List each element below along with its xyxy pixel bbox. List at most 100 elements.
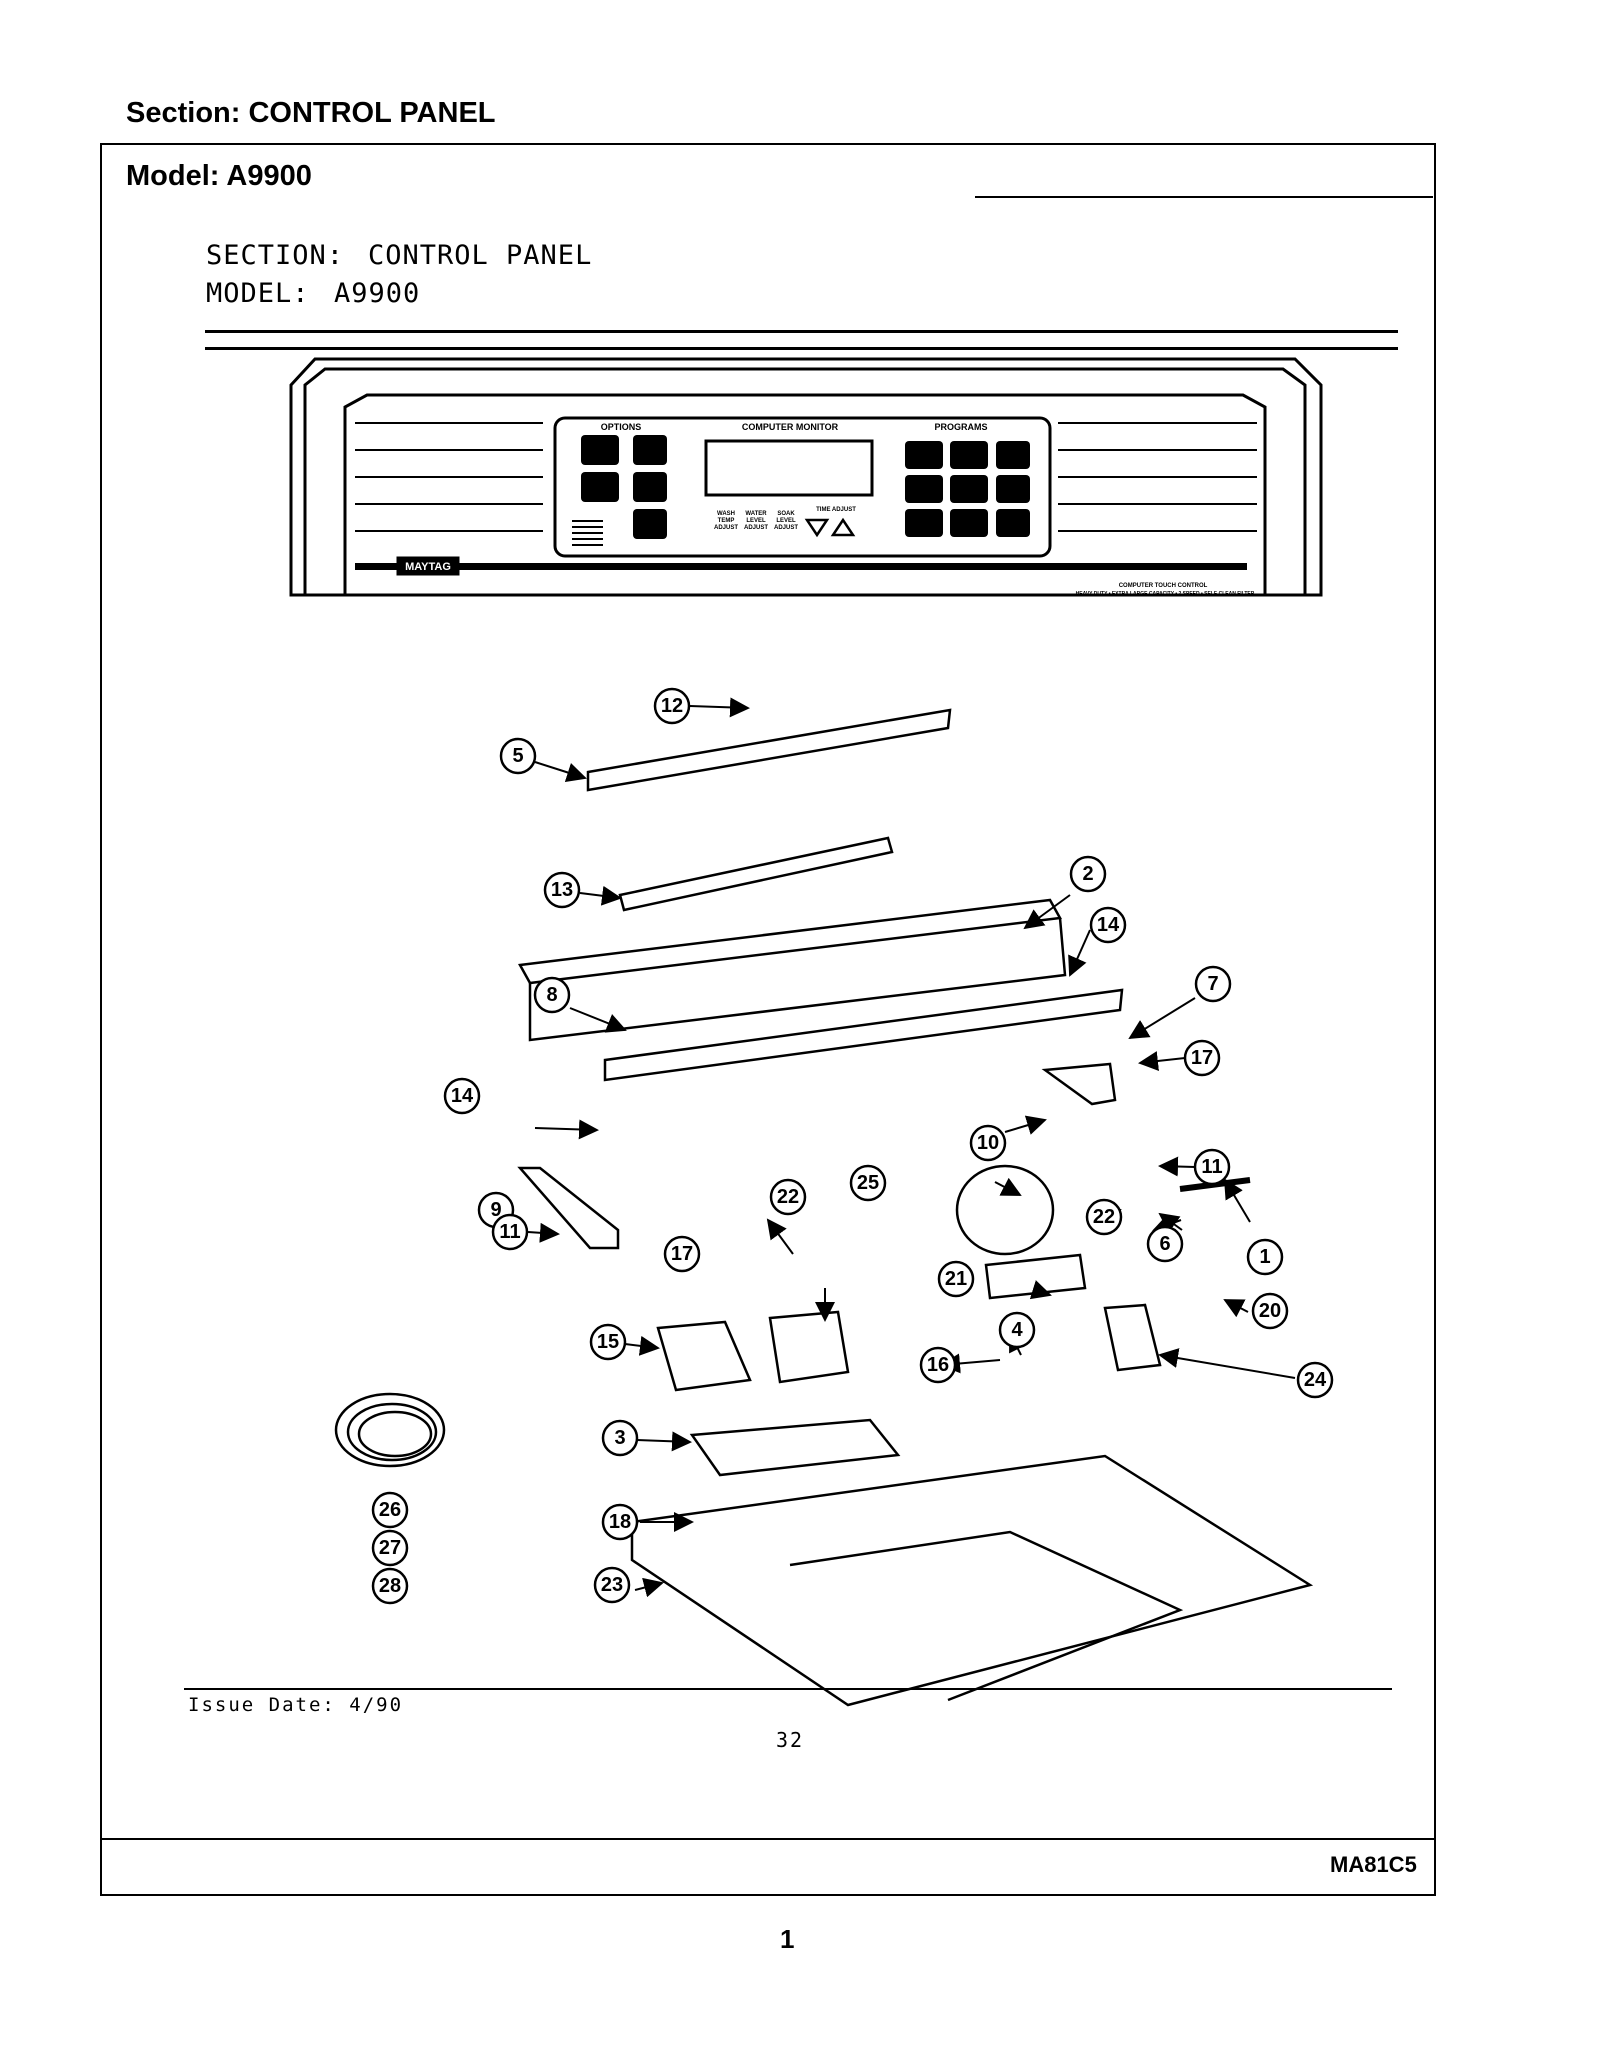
scan-rule-1 — [205, 330, 1398, 333]
callout-15 — [589, 1323, 627, 1361]
callout-11b-label: 11 — [499, 1221, 520, 1243]
callout-23 — [593, 1566, 631, 1604]
callout-14a-label: 14 — [1097, 914, 1120, 936]
svg-text:ADJUST: ADJUST — [714, 525, 738, 531]
callout-3 — [601, 1419, 639, 1457]
scan-rule-top — [975, 196, 1433, 198]
part-15-relay — [656, 1320, 752, 1392]
part-3-plate — [689, 1418, 901, 1477]
part-23-cabinet-top — [630, 1454, 1314, 1707]
callout-25-label: 25 — [857, 1172, 879, 1194]
callout-14b — [443, 1077, 481, 1115]
callout-13 — [543, 871, 581, 909]
callout-9-label: 9 — [490, 1199, 501, 1221]
doc-code: MA81C5 — [1330, 1852, 1417, 1877]
callout-14a — [1089, 906, 1127, 944]
callout-11a — [1193, 1148, 1231, 1186]
callout-24 — [1296, 1361, 1334, 1399]
callout-21-label: 21 — [945, 1268, 967, 1290]
callout-17b — [663, 1235, 701, 1273]
callout-11b — [491, 1213, 529, 1251]
callout-13-label: 13 — [551, 879, 573, 901]
callout-7-label: 7 — [1207, 973, 1218, 995]
callout-7 — [1194, 965, 1232, 1003]
callout-8 — [533, 976, 571, 1014]
callout-17a-label: 17 — [1191, 1047, 1213, 1069]
callout-25 — [849, 1164, 887, 1202]
callout-4 — [998, 1311, 1036, 1349]
part-26-wire-harness — [334, 1392, 446, 1468]
svg-text:SOAK: SOAK — [777, 511, 795, 517]
callout-8-label: 8 — [546, 984, 557, 1006]
callout-23-label: 23 — [601, 1574, 623, 1596]
callout-12 — [653, 687, 691, 725]
callout-1-label: 1 — [1259, 1246, 1270, 1268]
callout-10-label: 10 — [977, 1132, 999, 1154]
callout-15-label: 15 — [597, 1331, 619, 1353]
scan-model-label: MODEL: — [206, 278, 310, 309]
scan-rule-2 — [205, 347, 1398, 350]
scan-model-value: A9900 — [334, 278, 421, 309]
callout-16 — [919, 1346, 957, 1384]
part-4-mount-bracket — [984, 1253, 1087, 1300]
svg-text:WASH: WASH — [717, 511, 735, 517]
panel-outer — [289, 357, 1323, 597]
monitor-display — [704, 439, 874, 497]
panel-subline: HEAVY DUTY • EXTRA LARGE CAPACITY • 2 SP… — [1076, 591, 1255, 597]
panel-bezel — [553, 416, 1052, 558]
callout-6-label: 6 — [1159, 1233, 1170, 1255]
part-10-brace — [1041, 1062, 1117, 1106]
callout-18-label: 18 — [609, 1511, 631, 1533]
part-16-relay — [768, 1310, 850, 1384]
svg-text:ADJUST: ADJUST — [744, 525, 768, 531]
section-title: Section: CONTROL PANEL — [126, 97, 496, 129]
monitor-label: COMPUTER MONITOR — [742, 422, 839, 432]
svg-text:TEMP: TEMP — [718, 518, 735, 524]
svg-text:WATER: WATER — [745, 511, 767, 517]
callout-14b-label: 14 — [451, 1085, 474, 1107]
svg-text:LEVEL: LEVEL — [746, 518, 766, 524]
part-25-pressure-switch — [955, 1164, 1055, 1256]
control-panel-illustration: OPTIONS COMPUTER MONITOR PROGRAMS WASHTE… — [289, 357, 1323, 597]
page-number: 1 — [780, 1924, 795, 1954]
panel-tagline: COMPUTER TOUCH CONTROL — [1119, 583, 1208, 589]
callout-2-label: 2 — [1082, 863, 1093, 885]
callout-28 — [371, 1567, 409, 1605]
callout-3-label: 3 — [614, 1427, 625, 1449]
callout-12-label: 12 — [661, 695, 683, 717]
part-24-switch — [1103, 1303, 1162, 1372]
part-13-touch-frame — [618, 836, 894, 912]
callout-17a — [1183, 1039, 1221, 1077]
callout-27 — [371, 1529, 409, 1567]
model-title: Model: A9900 — [126, 160, 312, 192]
callout-11a-label: 11 — [1201, 1156, 1222, 1178]
callout-22a — [769, 1178, 807, 1216]
scan-page-number: 32 — [776, 1728, 805, 1752]
callout-18 — [601, 1503, 639, 1541]
part-7-rail — [603, 988, 1124, 1082]
document-frame — [100, 143, 1436, 1896]
part-9-side-bracket — [517, 1166, 620, 1250]
svg-text:LEVEL: LEVEL — [776, 518, 796, 524]
callout-22a-label: 22 — [777, 1186, 799, 1208]
scan-section-value: CONTROL PANEL — [368, 240, 593, 271]
callout-5 — [499, 737, 537, 775]
callout-22b — [1085, 1198, 1123, 1236]
part-5-circuit-board — [586, 708, 952, 792]
callout-10 — [969, 1124, 1007, 1162]
callout-1 — [1246, 1238, 1284, 1276]
exploded-parts-diagram: 1 2 3 4 5 6 7 8 9 10 11 11 12 13 14 14 1… — [334, 687, 1334, 1707]
callout-20-label: 20 — [1259, 1300, 1281, 1322]
callout-21 — [937, 1260, 975, 1298]
part-2-main-bracket — [518, 898, 1062, 985]
brand-logo: MAYTAG — [405, 561, 451, 573]
callout-26 — [371, 1491, 409, 1529]
scan-section-label: SECTION: — [206, 240, 345, 271]
callout-27-label: 27 — [379, 1537, 401, 1559]
callout-6 — [1146, 1225, 1184, 1263]
footer-divider — [100, 1838, 1434, 1840]
programs-label: PROGRAMS — [934, 422, 987, 432]
svg-text:TIME ADJUST: TIME ADJUST — [816, 507, 856, 513]
callout-17b-label: 17 — [671, 1243, 693, 1265]
callout-5-label: 5 — [512, 745, 523, 767]
